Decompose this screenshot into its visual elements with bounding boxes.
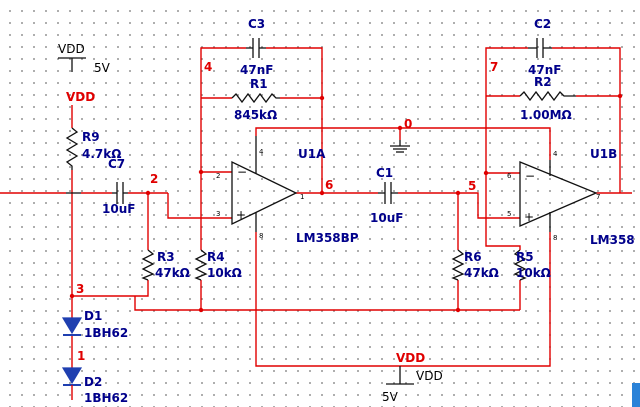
c7-value: 10uF [102, 202, 135, 216]
c3-ref: C3 [248, 17, 265, 31]
ground-symbol[interactable] [390, 140, 410, 153]
net-0-label: 0 [404, 117, 412, 131]
d2-part: 1BH62 [84, 391, 128, 405]
opamp-u1b[interactable]: − + 4 8 6 5 7 U1B LM358 [507, 147, 635, 247]
c3-value: 47nF [240, 63, 273, 77]
r3-ref: R3 [157, 250, 175, 264]
u1b-pin-8: 8 [553, 234, 557, 242]
r6-ref: R6 [464, 250, 482, 264]
capacitor-c7[interactable]: C7 10uF [66, 157, 135, 216]
net-5-label: 5 [468, 179, 476, 193]
u1a-pin-1: 1 [300, 193, 304, 201]
junctions [69, 93, 623, 313]
r3-value: 47kΩ [155, 266, 190, 280]
diode-d1[interactable]: D1 1BH62 [61, 309, 128, 340]
r2-value: 1.00MΩ [520, 108, 572, 122]
vdd-top-value: 5V [94, 61, 111, 75]
r4-value: 10kΩ [207, 266, 242, 280]
capacitor-c2[interactable]: C2 47nF [528, 17, 561, 77]
scroll-edge-tab[interactable] [632, 383, 640, 407]
u1b-plus: + [524, 210, 534, 224]
u1b-pin-7: 7 [596, 193, 600, 201]
u1a-pin-8: 8 [259, 232, 263, 240]
capacitor-c3[interactable]: C3 47nF [240, 17, 273, 77]
vdd-bottom-net: VDD [396, 351, 425, 365]
r1-ref: R1 [250, 77, 268, 91]
u1b-pin-5: 5 [507, 210, 511, 218]
vdd-net-label: VDD [66, 90, 95, 104]
c1-value: 10uF [370, 211, 403, 225]
u1a-part: LM358BP [296, 231, 359, 245]
net-2-label: 2 [150, 172, 158, 186]
resistor-r5[interactable]: R5 10kΩ [513, 249, 551, 281]
d2-ref: D2 [84, 375, 102, 389]
vdd-bottom-name: VDD [416, 369, 443, 383]
u1b-part: LM358 [590, 233, 635, 247]
net-3-label: 3 [76, 282, 84, 296]
u1a-minus: − [237, 165, 247, 179]
u1b-minus: − [525, 169, 535, 183]
c1-ref: C1 [376, 166, 393, 180]
vdd-top-supply[interactable]: VDD 5V [58, 42, 111, 75]
c2-ref: C2 [534, 17, 551, 31]
resistor-r4[interactable]: R4 10kΩ [194, 249, 242, 281]
d1-part: 1BH62 [84, 326, 128, 340]
resistor-r9[interactable]: R9 4.7kΩ [65, 127, 121, 170]
u1a-plus: + [236, 208, 246, 222]
r2-ref: R2 [534, 75, 552, 89]
net-6-label: 6 [325, 178, 333, 192]
vdd-bottom-value: 5V [382, 390, 399, 404]
d1-ref: D1 [84, 309, 102, 323]
net-1-label: 1 [77, 349, 85, 363]
r9-ref: R9 [82, 130, 100, 144]
net-7-label: 7 [490, 60, 498, 74]
diode-d2[interactable]: D2 1BH62 [61, 367, 128, 405]
resistor-r2[interactable]: R2 1.00MΩ [519, 75, 576, 122]
u1a-ref: U1A [298, 147, 326, 161]
u1a-pin-4: 4 [259, 148, 264, 156]
u1b-ref: U1B [590, 147, 617, 161]
vdd-bottom-supply[interactable]: VDD VDD 5V [382, 351, 443, 404]
resistor-r1[interactable]: R1 845kΩ [231, 77, 280, 122]
resistor-r3[interactable]: R3 47kΩ [141, 249, 190, 281]
u1b-pin-4: 4 [553, 150, 558, 158]
c7-ref: C7 [108, 157, 125, 171]
net-4-label: 4 [204, 60, 212, 74]
u1b-pin-6: 6 [507, 172, 512, 180]
u1a-pin-3: 3 [216, 210, 220, 218]
r6-value: 47kΩ [464, 266, 499, 280]
r1-value: 845kΩ [234, 108, 277, 122]
r4-ref: R4 [207, 250, 225, 264]
opamp-u1a[interactable]: − + 4 8 2 3 1 U1A LM358BP [216, 136, 359, 245]
r5-value: 10kΩ [516, 266, 551, 280]
capacitor-c1[interactable]: C1 10uF [370, 166, 403, 225]
vdd-top-name: VDD [58, 42, 85, 56]
r5-ref: R5 [516, 250, 534, 264]
c2-value: 47nF [528, 63, 561, 77]
u1a-pin-2: 2 [216, 172, 220, 180]
r9-value: 4.7kΩ [82, 147, 121, 161]
resistor-r6[interactable]: R6 47kΩ [451, 249, 499, 281]
